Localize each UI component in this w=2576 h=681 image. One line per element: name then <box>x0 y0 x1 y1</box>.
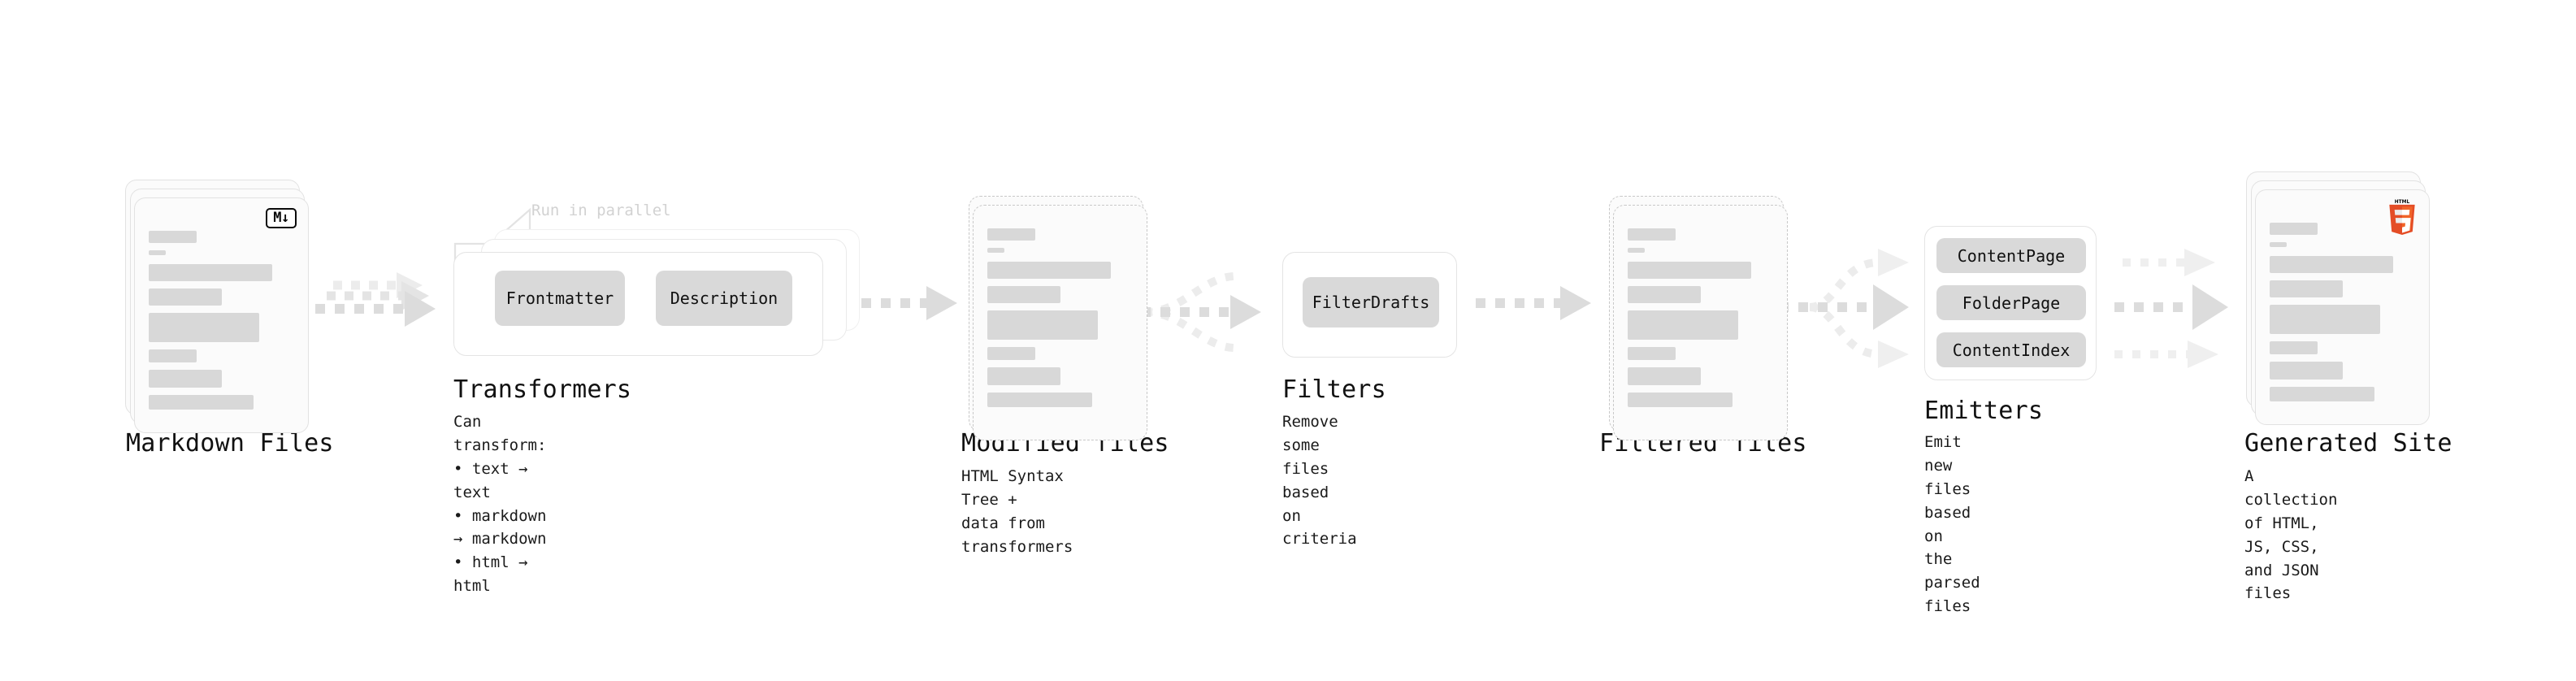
stage-title-markdown-files: Markdown Files <box>126 429 334 458</box>
chip-folderpage[interactable]: FolderPage <box>1936 285 2086 320</box>
chip-description[interactable]: Description <box>656 271 792 326</box>
file-card-front-html: HTML <box>2255 189 2430 425</box>
arrow-emitters-to-site <box>2114 249 2228 368</box>
stage-subtitle-transformers: Can transform: • text → text • markdown … <box>453 413 547 596</box>
file-card-content <box>149 231 294 417</box>
stage-title-transformers: Transformers <box>453 375 632 404</box>
file-card-front: M↓ <box>134 197 309 433</box>
file-card-content <box>2270 223 2415 409</box>
generated-site-file-stack: CSS HTML <box>2246 171 2430 425</box>
html5-badge-icon: HTML <box>2389 200 2415 235</box>
markdown-file-stack: M↓ M↓ M↓ <box>125 180 309 433</box>
stage-title-emitters: Emitters <box>1924 397 2044 425</box>
markdown-badge-icon: M↓ <box>266 208 297 228</box>
stage-subtitle-filters: Remove some files based on criteria <box>1282 413 1357 549</box>
arrow-filtered-to-emitters <box>1779 249 1909 368</box>
emitters-box: ContentPage FolderPage ContentIndex <box>1924 226 2097 380</box>
filters-box: FilterDrafts <box>1282 252 1457 358</box>
arrow-modified-to-filters <box>1141 271 1261 353</box>
chip-frontmatter[interactable]: Frontmatter <box>495 271 625 326</box>
arrow-transformers-to-modified <box>842 286 957 320</box>
run-in-parallel-label: Run in parallel <box>531 202 671 219</box>
stage-title-filters: Filters <box>1282 375 1386 404</box>
stage-title-generated-site: Generated Site <box>2244 429 2452 458</box>
stage-subtitle-generated-site: A collection of HTML, JS, CSS, and JSON … <box>2244 467 2338 603</box>
filtered-file-stack <box>1609 196 1788 440</box>
modified-file-stack <box>969 196 1147 440</box>
chip-filterdrafts[interactable]: FilterDrafts <box>1303 277 1439 327</box>
file-card-front <box>973 205 1147 440</box>
chip-contentindex[interactable]: ContentIndex <box>1936 332 2086 367</box>
arrow-filters-to-filtered <box>1476 286 1591 320</box>
file-card-content <box>1628 228 1773 414</box>
chip-contentpage[interactable]: ContentPage <box>1936 238 2086 273</box>
transformers-box: Frontmatter Description <box>453 252 823 356</box>
file-card-front <box>1613 205 1788 440</box>
file-card-content <box>987 228 1133 414</box>
stage-subtitle-emitters: Emit new files based on the parsed files <box>1924 433 1980 616</box>
svg-text:HTML: HTML <box>2395 200 2410 205</box>
stage-subtitle-modified-files: HTML Syntax Tree + data from transformer… <box>961 467 1073 556</box>
arrow-markdown-to-transformers <box>315 272 436 327</box>
